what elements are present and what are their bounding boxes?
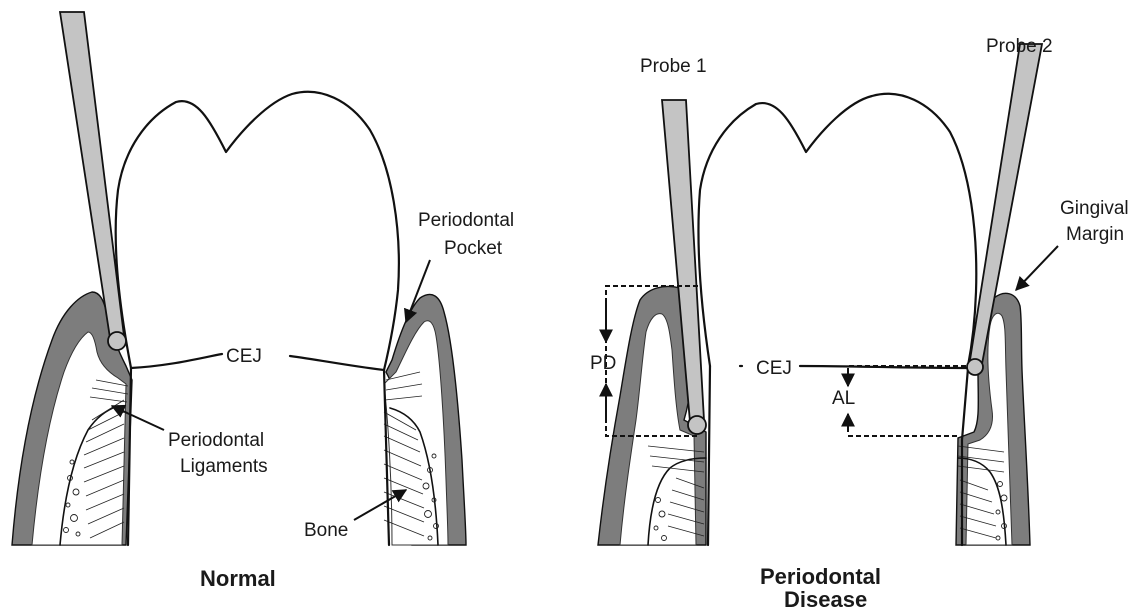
ligament-label-line1: Periodontal: [168, 430, 264, 451]
normal-right-gingiva: [384, 294, 466, 545]
disease-panel: PD AL Probe 1 Probe 2 Gingival Margin CE…: [590, 36, 1129, 611]
disease-title-line2: Disease: [784, 587, 867, 611]
al-bracket: [848, 366, 966, 436]
gingival-label-line1: Gingival: [1060, 198, 1129, 219]
ligament-label-line2: Ligaments: [180, 456, 268, 477]
al-label: AL: [832, 388, 855, 409]
bone-label: Bone: [304, 520, 348, 541]
normal-title: Normal: [200, 566, 276, 591]
disease-right-gingiva: [956, 293, 1030, 545]
disease-title-line1: Periodontal: [760, 564, 881, 589]
normal-cej-label: CEJ: [226, 346, 262, 367]
disease-tooth-crown: [698, 94, 976, 366]
probe1-label: Probe 1: [640, 56, 707, 77]
disease-cej-label: CEJ: [756, 358, 792, 379]
gingival-label-line2: Margin: [1066, 224, 1124, 245]
pocket-label-line2: Pocket: [444, 238, 503, 259]
disease-tooth-root-left: [708, 366, 710, 545]
normal-panel: Periodontal Pocket CEJ Periodontal Ligam…: [12, 12, 514, 591]
pd-label: PD: [590, 353, 616, 374]
normal-tooth-crown: [116, 92, 399, 370]
gingival-arrow: [1016, 246, 1058, 290]
probe2-label: Probe 2: [986, 36, 1053, 57]
pocket-label-line1: Periodontal: [418, 210, 514, 231]
